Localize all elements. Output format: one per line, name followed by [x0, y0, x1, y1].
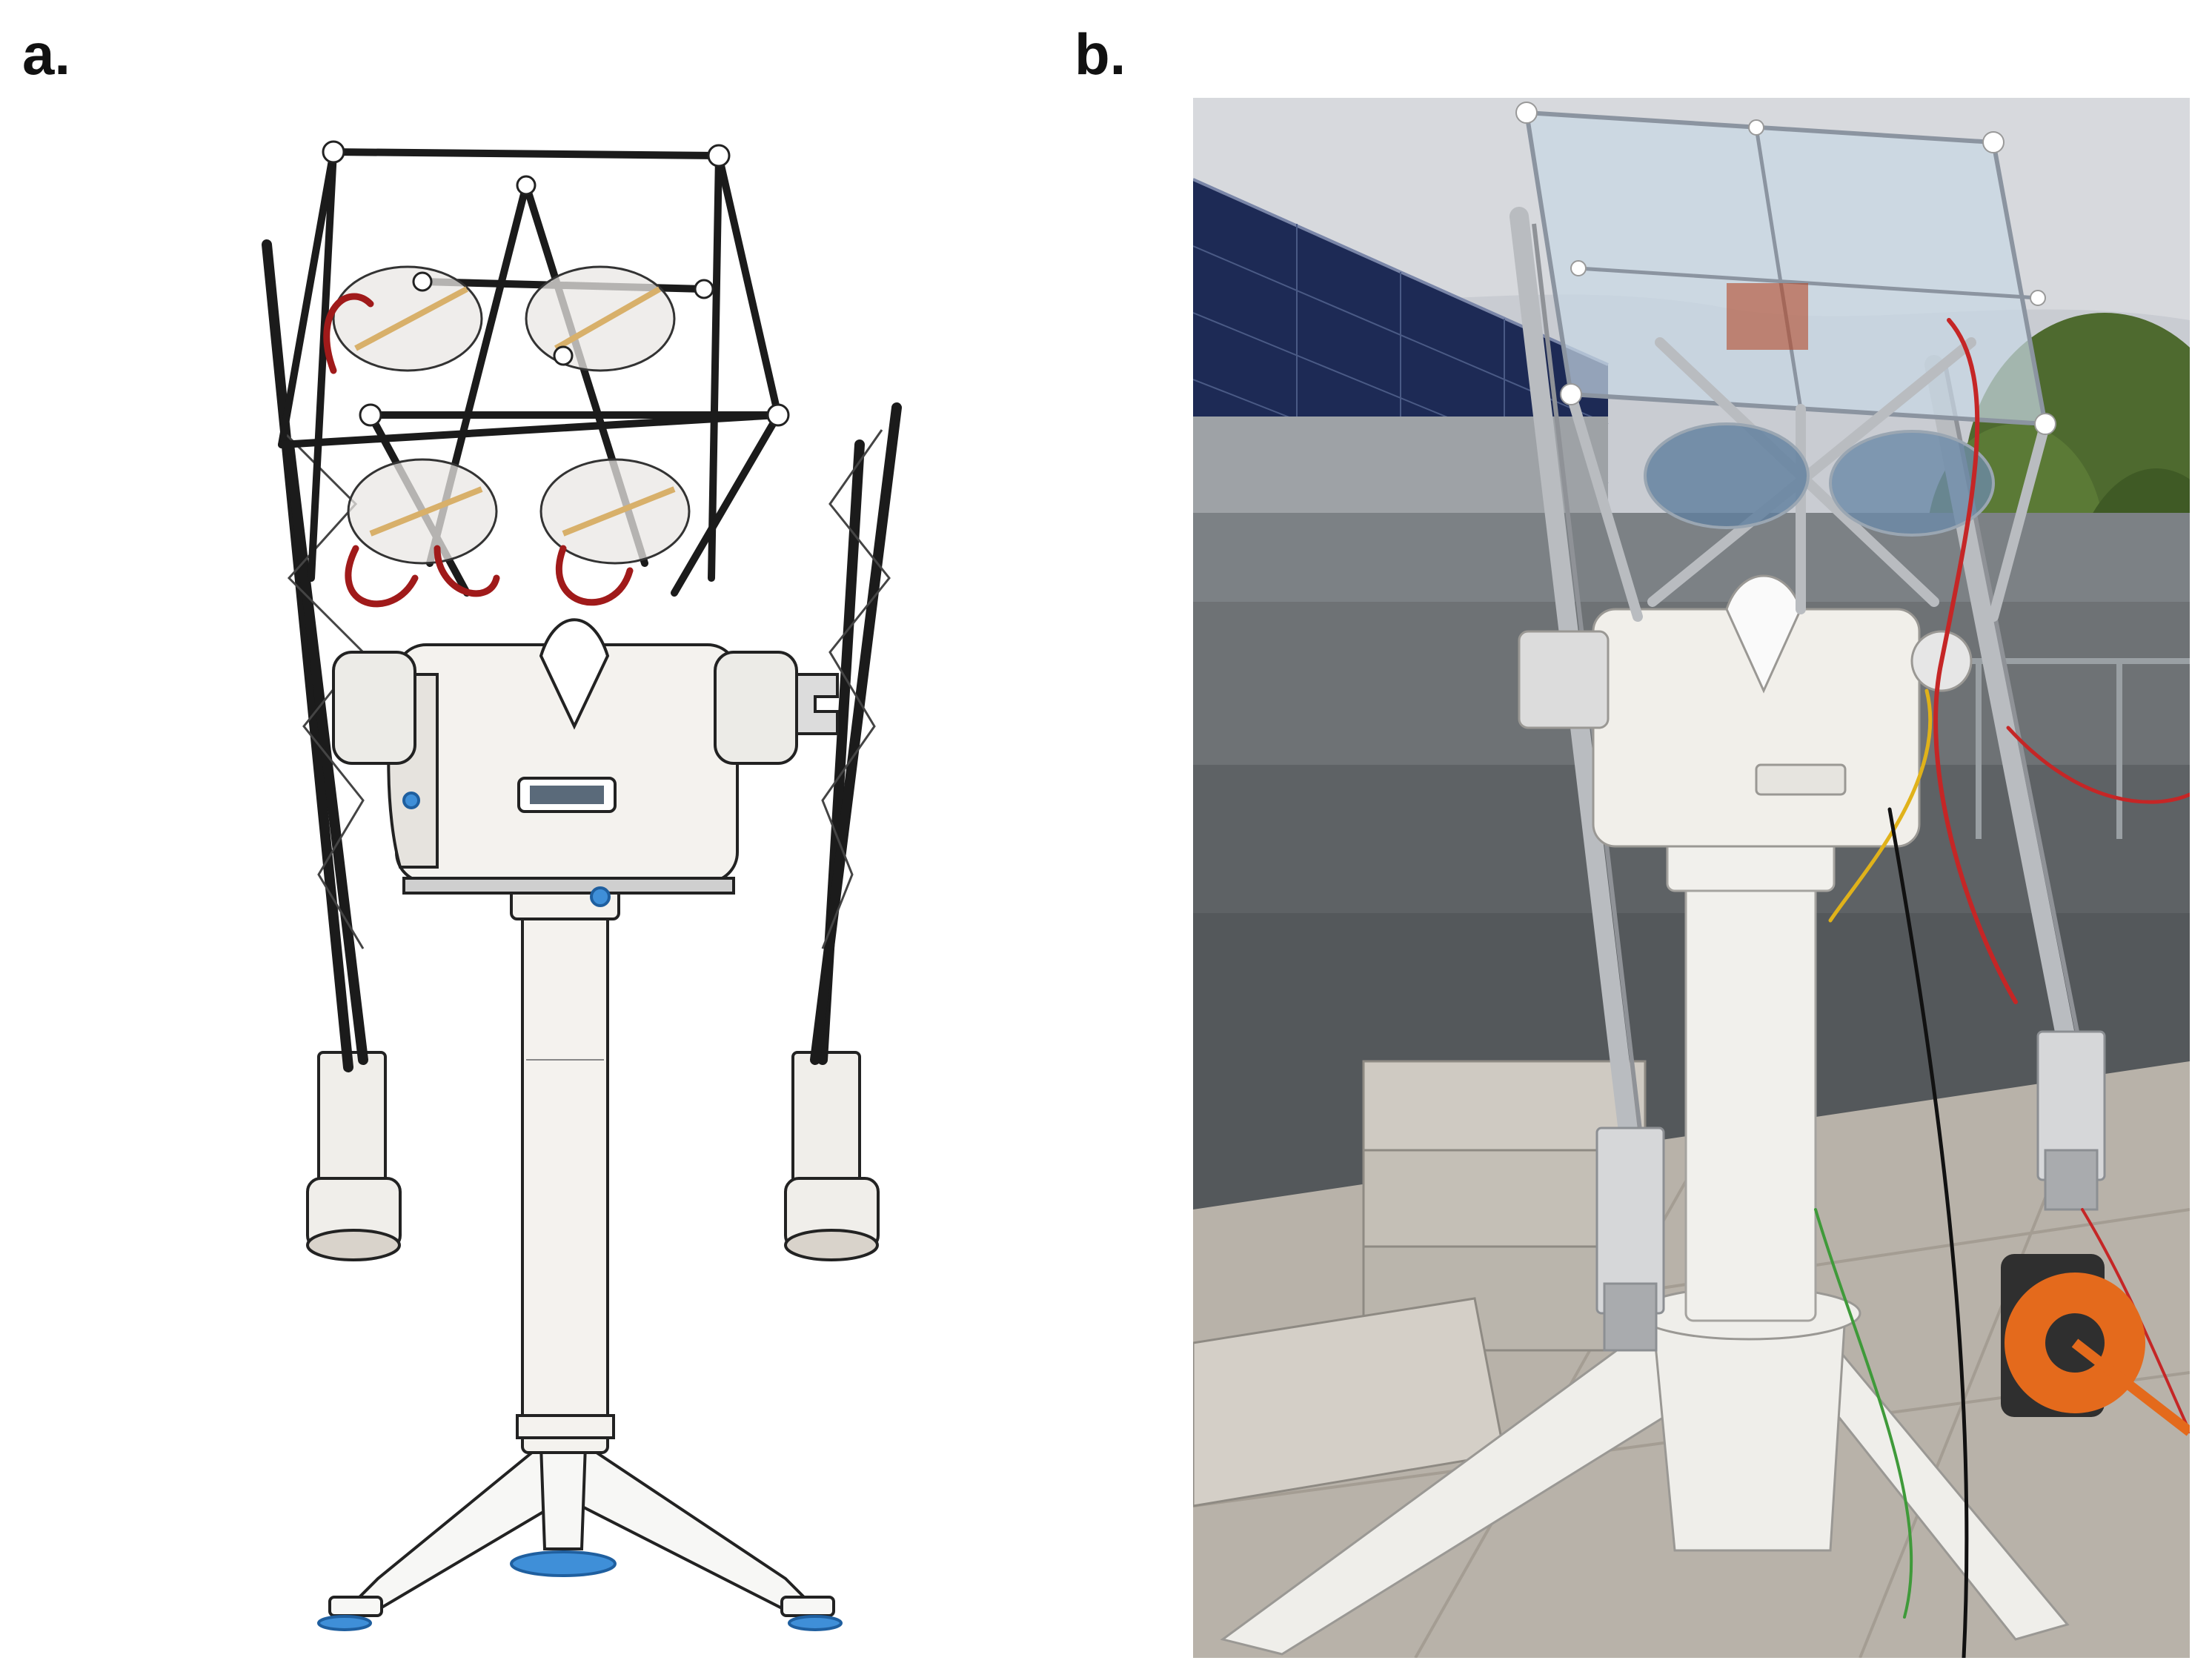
- roof-railing: [1934, 658, 2190, 839]
- cad-rendering-drawing: [262, 140, 902, 1631]
- photograph-panel: [1193, 98, 2190, 1658]
- pedestal-column: [510, 873, 620, 1454]
- panel-label-b: b.: [1075, 21, 1126, 87]
- drive-housing: [1518, 574, 1973, 848]
- lens-support-rods: [354, 286, 676, 537]
- tripod-base: [317, 1442, 843, 1631]
- counterweight-right: [784, 1051, 880, 1261]
- cable-reel: [2001, 1254, 2190, 1436]
- lattice-arms: [262, 239, 902, 1072]
- counterweight-left: [306, 1051, 402, 1261]
- lens-frame: [1515, 102, 2056, 622]
- frame-nodes: [322, 140, 790, 427]
- lens-frame: [278, 148, 782, 597]
- signal-cables: [323, 293, 634, 608]
- counterweights: [1595, 1030, 2106, 1352]
- cad-rendering-panel: [245, 133, 986, 1660]
- cables: [1814, 318, 2190, 1658]
- photograph-scene: [1193, 98, 2190, 1658]
- pedestal-column: [1666, 763, 1836, 1322]
- panel-label-a: a.: [22, 21, 71, 87]
- drive-housing: [332, 618, 839, 907]
